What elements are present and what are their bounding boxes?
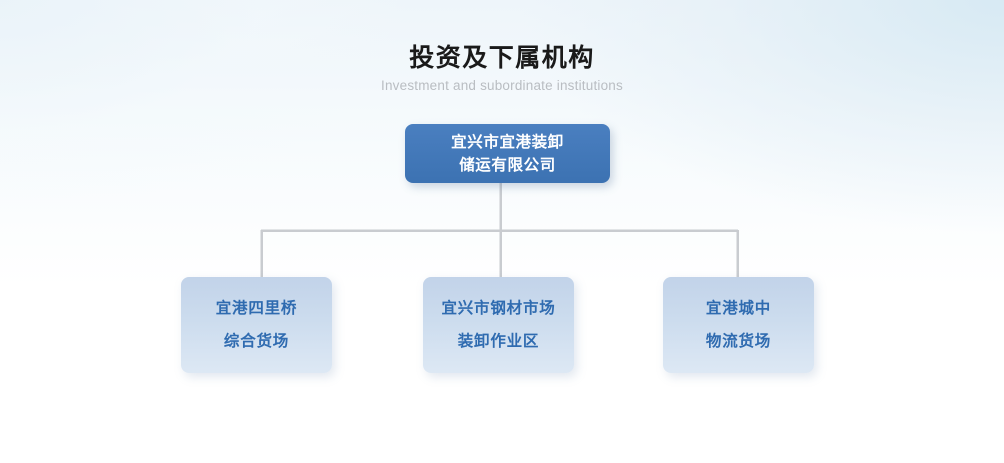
org-node-child-0-line-2: 综合货场 [223, 333, 290, 350]
org-node-root[interactable]: 宜兴市宜港装卸 储运有限公司 [405, 124, 610, 183]
org-node-root-line-2: 储运有限公司 [459, 156, 556, 174]
page-header: 投资及下属机构 Investment and subordinate insti… [0, 42, 1004, 95]
page-subtitle: Investment and subordinate institutions [381, 78, 623, 93]
org-node-child-1-line-1: 宜兴市钢材市场 [441, 300, 556, 317]
org-node-child-1-line-2: 装卸作业区 [457, 333, 540, 350]
org-node-child-1[interactable]: 宜兴市钢材市场 装卸作业区 [423, 277, 574, 373]
org-node-root-line-1: 宜兴市宜港装卸 [451, 133, 564, 151]
org-node-child-2-line-2: 物流货场 [705, 333, 772, 350]
org-node-child-0[interactable]: 宜港四里桥 综合货场 [181, 277, 332, 373]
org-node-child-2-line-1: 宜港城中 [705, 300, 772, 317]
org-node-child-2[interactable]: 宜港城中 物流货场 [663, 277, 814, 373]
org-node-child-0-line-1: 宜港四里桥 [215, 300, 298, 317]
page-title: 投资及下属机构 [409, 44, 595, 72]
